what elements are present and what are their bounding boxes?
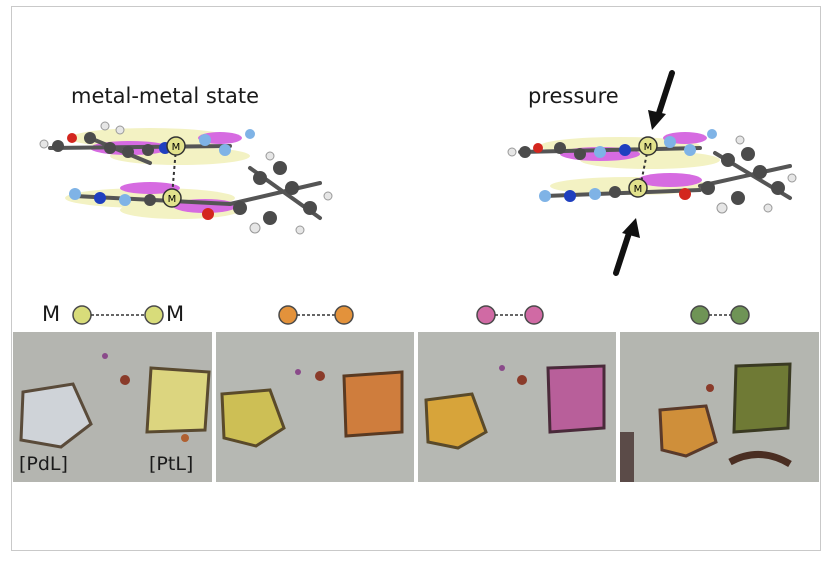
pressure-dimer-molecule: M M — [507, 70, 797, 276]
pressure-arrow-bottom — [613, 218, 640, 276]
pressure-arrow-top — [648, 70, 675, 130]
dimer-legend-orange — [278, 305, 354, 325]
dimer-left-m-letter: M — [42, 302, 61, 326]
metal-atom-bottom-letter-right: M — [634, 184, 643, 195]
micrograph-panel-2 — [216, 332, 414, 482]
pdl-label: [PdL] — [19, 453, 68, 475]
pressure-label: pressure — [528, 84, 619, 108]
micrograph-panel-1: [PdL] [PtL] — [13, 332, 212, 482]
micrograph-panel-4 — [620, 332, 819, 482]
dimer-right-m-letter: M — [166, 302, 185, 326]
dimer-legend-yellow — [72, 305, 164, 325]
ptl-label: [PtL] — [149, 453, 194, 475]
metal-atom-top-letter-right: M — [644, 142, 653, 153]
metal-metal-state-label: metal-metal state — [71, 84, 260, 108]
metal-metal-dimer-molecule: M M — [39, 121, 333, 235]
metal-atom-bottom-letter: M — [168, 194, 177, 205]
dimer-legend-magenta — [476, 305, 544, 325]
dimer-legend-green — [690, 305, 750, 325]
micrograph-panel-3 — [418, 332, 616, 482]
metal-atom-top-letter: M — [172, 142, 181, 153]
